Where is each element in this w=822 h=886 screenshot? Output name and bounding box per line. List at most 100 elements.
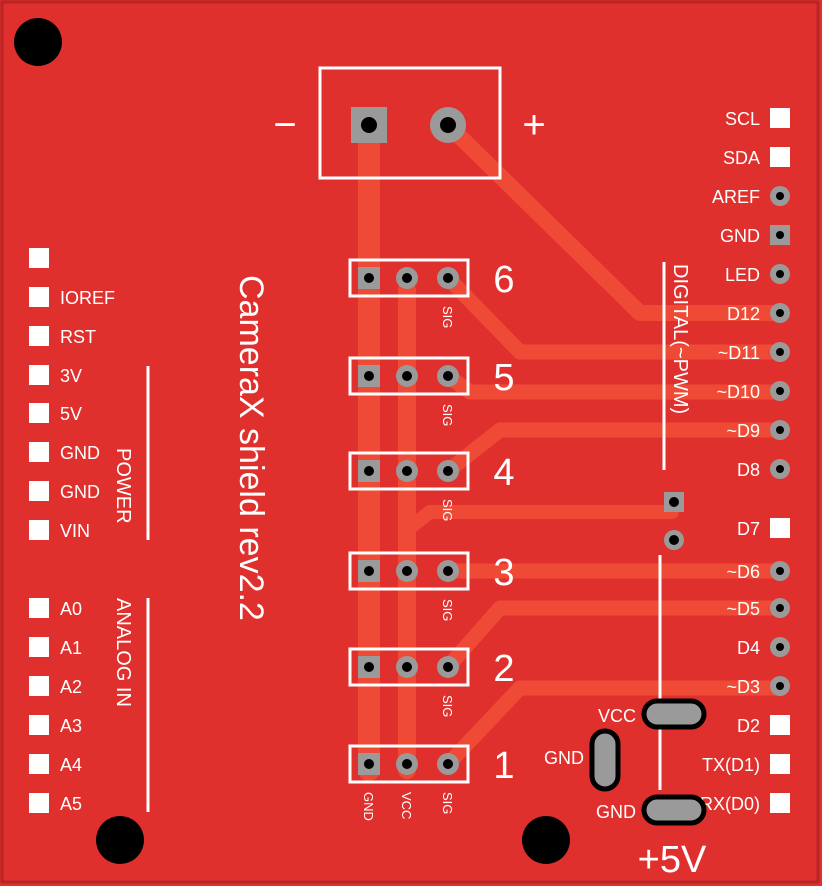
board-title: CameraX shield rev2.2: [232, 275, 270, 621]
power-plus-label: +: [522, 103, 545, 147]
jumper-pad-square-hole: [669, 497, 679, 507]
right-pin: SDA: [723, 147, 790, 168]
left-pin: 5V: [29, 403, 82, 424]
right-pin-label: D7: [737, 519, 760, 539]
right-pin-label: AREF: [712, 187, 760, 207]
power-hole-minus: [361, 117, 377, 133]
left-pin-label: A2: [60, 677, 82, 697]
trace-jumper-bus: [400, 505, 679, 537]
header-pin-hole: [364, 759, 374, 769]
right-pin-label: ~D11: [718, 343, 760, 363]
mounting-hole-top-left: [14, 18, 62, 66]
header-pin-hole: [443, 566, 453, 576]
header-pin-hole: [402, 566, 412, 576]
header-pin-hole: [402, 273, 412, 283]
header-number: 4: [493, 452, 514, 494]
trace-sig-6: [440, 270, 786, 360]
header-pin-hole: [364, 466, 374, 476]
right-pin: AREF: [712, 186, 790, 207]
left-pin-label: A5: [60, 794, 82, 814]
power-minus-label: −: [273, 103, 296, 147]
power-hole-plus: [440, 117, 456, 133]
header-outline: [348, 744, 470, 784]
right-pin-label: SCL: [725, 109, 760, 129]
right-pin-label: GND: [720, 226, 760, 246]
header-pin-hole: [443, 466, 453, 476]
right-pin: LED: [725, 264, 790, 285]
analog-section-label: ANALOG IN: [112, 598, 134, 707]
header-pin-hole: [364, 273, 374, 283]
left-pin-pad: [29, 442, 49, 462]
right-pin-label: RX(D0): [700, 794, 760, 814]
jumper-gnd-pad-vertical: [589, 728, 621, 792]
header-1-gnd-label: GND: [361, 792, 376, 821]
left-pin-label: A1: [60, 638, 82, 658]
left-pin: A1: [29, 637, 82, 658]
right-pin-hole: [776, 426, 784, 434]
right-pin-label: SDA: [723, 148, 760, 168]
header-pin-hole: [443, 371, 453, 381]
right-pin-label: D8: [737, 460, 760, 480]
right-pin-label: ~D5: [726, 599, 760, 619]
right-pin-label: TX(D1): [702, 755, 760, 775]
right-pin-label: ~D3: [726, 677, 760, 697]
left-pin-pad: [29, 754, 49, 774]
header-sig-label: SIG: [440, 695, 455, 717]
servo-header-4: SIG 4: [348, 451, 515, 521]
right-pin: GND: [720, 225, 790, 246]
right-pin-hole: [776, 231, 784, 239]
header-pin-hole: [443, 662, 453, 672]
header-number: 3: [493, 552, 514, 594]
right-pin-hole: [776, 604, 784, 612]
left-pin-pad: [29, 326, 49, 346]
trace-sig-2: [440, 600, 786, 675]
header-pin-hole: [402, 662, 412, 672]
header-outline: [348, 451, 470, 491]
header-pin-hole: [364, 662, 374, 672]
left-pin: [29, 248, 49, 268]
right-pin-hole: [776, 348, 784, 356]
mounting-hole-bottom-left: [96, 816, 144, 864]
right-pin-hole: [776, 309, 784, 317]
right-pin-pad: [770, 147, 790, 167]
left-pin-label: IOREF: [60, 288, 115, 308]
header-outline: [348, 551, 470, 591]
header-pin-hole: [402, 466, 412, 476]
header-pin-hole: [443, 759, 453, 769]
left-pin: A5: [29, 793, 82, 814]
header-pin-hole: [364, 371, 374, 381]
left-pin: GND: [29, 442, 100, 463]
right-pin-pad: [770, 108, 790, 128]
left-pin-label: 5V: [60, 404, 82, 424]
right-pin: ~D3: [726, 676, 790, 697]
header-number: 1: [493, 745, 514, 787]
left-pin-pad: [29, 676, 49, 696]
trace-plus: [440, 117, 786, 321]
left-pin-label: A4: [60, 755, 82, 775]
left-pin-pad: [29, 520, 49, 540]
header-sig-label: SIG: [440, 499, 455, 521]
left-pin-label: 3V: [60, 366, 82, 386]
left-pin-pad: [29, 248, 49, 268]
left-pin: 3V: [29, 365, 82, 386]
power-section-label: POWER: [112, 448, 134, 524]
jumper-pad-round-hole: [669, 535, 679, 545]
header-number: 5: [493, 357, 514, 399]
jumper-vcc-label: VCC: [598, 706, 636, 726]
left-pin-label: A0: [60, 599, 82, 619]
mounting-hole-bottom-center: [522, 816, 570, 864]
power-connector: − +: [273, 66, 546, 180]
left-pin-pad: [29, 793, 49, 813]
right-pin-label: D12: [727, 304, 760, 324]
header-sig-label: SIG: [440, 404, 455, 426]
right-pin: D8: [737, 459, 790, 480]
right-pin-hole: [776, 682, 784, 690]
right-pin-label: ~D9: [726, 421, 760, 441]
right-pin: ~D6: [726, 561, 790, 582]
